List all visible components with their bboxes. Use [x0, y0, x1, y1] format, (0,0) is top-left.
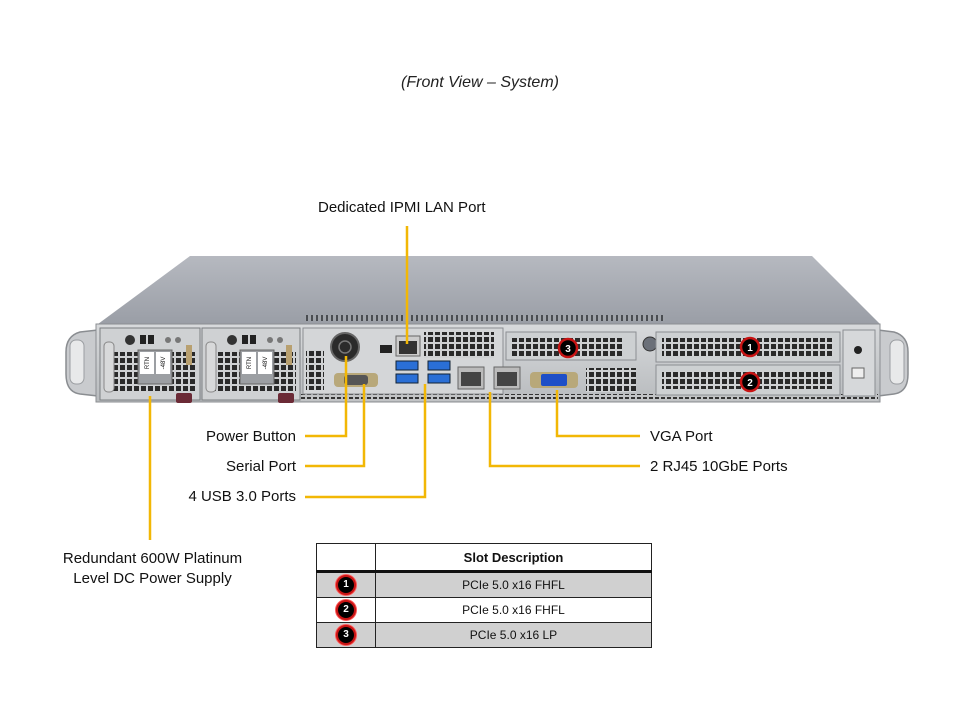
- label-serial-port: Serial Port: [225, 458, 296, 475]
- header-slot-description: Slot Description: [375, 543, 652, 573]
- usb-port-group[interactable]: [395, 360, 451, 384]
- psu-48v-label: -48V: [263, 357, 269, 370]
- psu-rtn-label: RTN: [145, 357, 151, 369]
- vga-port[interactable]: [530, 372, 578, 388]
- table-row: 1 PCIe 5.0 x16 FHFL: [316, 571, 652, 598]
- slot-badge-2: 2: [739, 371, 761, 393]
- slot-description-cell: PCIe 5.0 x16 FHFL: [375, 571, 652, 598]
- slot-badge: 1: [336, 575, 356, 595]
- serial-port[interactable]: [334, 373, 378, 387]
- label-power-button: Power Button: [205, 428, 296, 445]
- label-ipmi-lan-port: Dedicated IPMI LAN Port: [318, 199, 486, 216]
- slot-description-cell: PCIe 5.0 x16 LP: [375, 622, 652, 648]
- label-power-supply-line1: Redundant 600W Platinum: [62, 550, 243, 567]
- leader-serial: [305, 384, 366, 468]
- slot-description-cell: PCIe 5.0 x16 FHFL: [375, 597, 652, 623]
- power-supply-1: RTN -48V: [99, 327, 201, 403]
- slot-description-table: Slot Description 1 PCIe 5.0 x16 FHFL 2 P…: [316, 543, 652, 648]
- label-power-supply-line2: Level DC Power Supply: [73, 570, 232, 587]
- psu-rtn-label: RTN: [247, 357, 253, 369]
- label-rj45-ports: 2 RJ45 10GbE Ports: [650, 458, 788, 475]
- svg-text:2: 2: [747, 378, 753, 389]
- view-title: (Front View – System): [401, 74, 559, 91]
- leader-vga: [555, 390, 640, 438]
- psu-48v-label: -48V: [161, 357, 167, 370]
- slot-badge-3: 3: [557, 337, 579, 359]
- slot-badge: 2: [336, 600, 356, 620]
- svg-text:3: 3: [565, 344, 571, 355]
- label-usb-ports: 4 USB 3.0 Ports: [188, 488, 296, 505]
- slot-badge: 3: [336, 625, 356, 645]
- leader-rj45: [488, 392, 640, 468]
- table-row: 2 PCIe 5.0 x16 FHFL: [316, 597, 652, 623]
- slot-badge-1: 1: [739, 336, 761, 358]
- leader-lines: [148, 226, 640, 540]
- chassis-top-cover: [98, 256, 880, 324]
- table-row: 3 PCIe 5.0 x16 LP: [316, 622, 652, 648]
- header-empty-cell: [316, 543, 376, 573]
- label-vga-port: VGA Port: [650, 428, 713, 445]
- label-power-supply: Redundant 600W Platinum Level DC Power S…: [30, 549, 275, 589]
- chassis-vent-strip: [305, 315, 665, 321]
- table-header-row: Slot Description: [316, 543, 652, 573]
- leader-usb: [305, 384, 427, 499]
- leader-power-button: [305, 356, 348, 438]
- svg-text:1: 1: [747, 343, 753, 354]
- rj45-port-group[interactable]: [457, 366, 521, 390]
- power-supply-2: RTN -48V: [201, 327, 301, 403]
